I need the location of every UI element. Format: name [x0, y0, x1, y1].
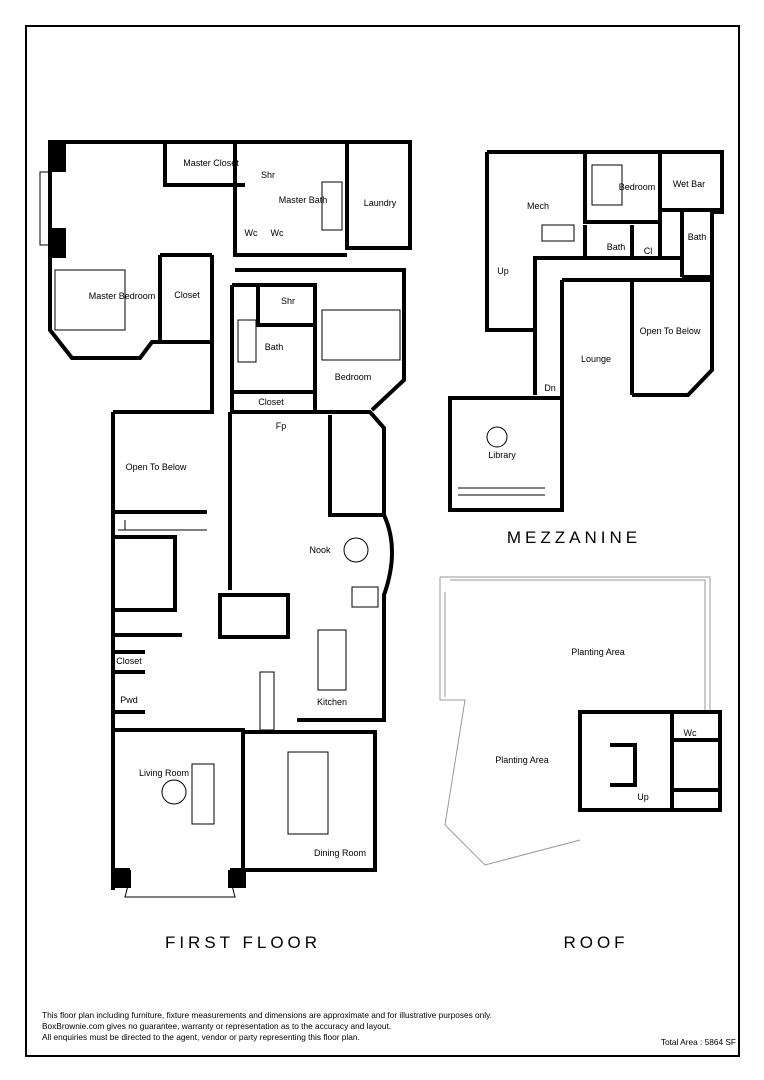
- room-label: Open To Below: [126, 462, 187, 472]
- room-label: Closet: [116, 656, 142, 666]
- room-label: Shr: [281, 296, 295, 306]
- room-label: Bath: [265, 342, 284, 352]
- roof-title: ROOF: [563, 933, 628, 952]
- room-label: Planting Area: [571, 647, 625, 657]
- room-label: Living Room: [139, 768, 189, 778]
- room-label: Cl: [644, 246, 653, 256]
- room-label: Lounge: [581, 354, 611, 364]
- room-label: Pwd: [120, 695, 138, 705]
- room-label: Wc: [271, 228, 284, 238]
- room-label: Bath: [607, 242, 626, 252]
- room-label: Laundry: [364, 198, 397, 208]
- disclaimer-line: All enquiries must be directed to the ag…: [42, 1032, 360, 1042]
- room-label: Library: [488, 450, 516, 460]
- room-label: Bedroom: [619, 182, 656, 192]
- first-floor-title: FIRST FLOOR: [165, 933, 321, 952]
- room-label: Master Bedroom: [89, 291, 156, 301]
- room-label-master-closet: Master Closet: [183, 158, 239, 168]
- room-label: Bedroom: [335, 372, 372, 382]
- room-label: Kitchen: [317, 697, 347, 707]
- room-label: Open To Below: [640, 326, 701, 336]
- room-label: Planting Area: [495, 755, 549, 765]
- room-label: Wet Bar: [673, 179, 705, 189]
- room-label: Mech: [527, 201, 549, 211]
- room-label: Bath: [688, 232, 707, 242]
- room-label: Wc: [245, 228, 258, 238]
- room-label: Closet: [258, 397, 284, 407]
- disclaimer-line: BoxBrownie.com gives no guarantee, warra…: [42, 1021, 392, 1031]
- room-label: Dn: [544, 383, 556, 393]
- room-label: Up: [637, 792, 649, 802]
- room-label: Up: [497, 266, 509, 276]
- disclaimer-line: This floor plan including furniture, fix…: [42, 1010, 492, 1020]
- room-label: Shr: [261, 170, 275, 180]
- roof-plan: [439, 576, 722, 866]
- mezzanine-title: MEZZANINE: [507, 528, 641, 547]
- room-label: Wc: [684, 728, 697, 738]
- total-area: Total Area : 5864 SF: [660, 1037, 736, 1047]
- room-label: Closet: [174, 290, 200, 300]
- mezzanine-plan: [448, 150, 724, 512]
- first-floor-plan: [39, 140, 412, 898]
- room-label: Dining Room: [314, 848, 366, 858]
- room-label: Master Bath: [279, 195, 328, 205]
- room-label: Nook: [309, 545, 331, 555]
- room-label: Fp: [276, 421, 287, 431]
- page-border: [25, 25, 740, 1057]
